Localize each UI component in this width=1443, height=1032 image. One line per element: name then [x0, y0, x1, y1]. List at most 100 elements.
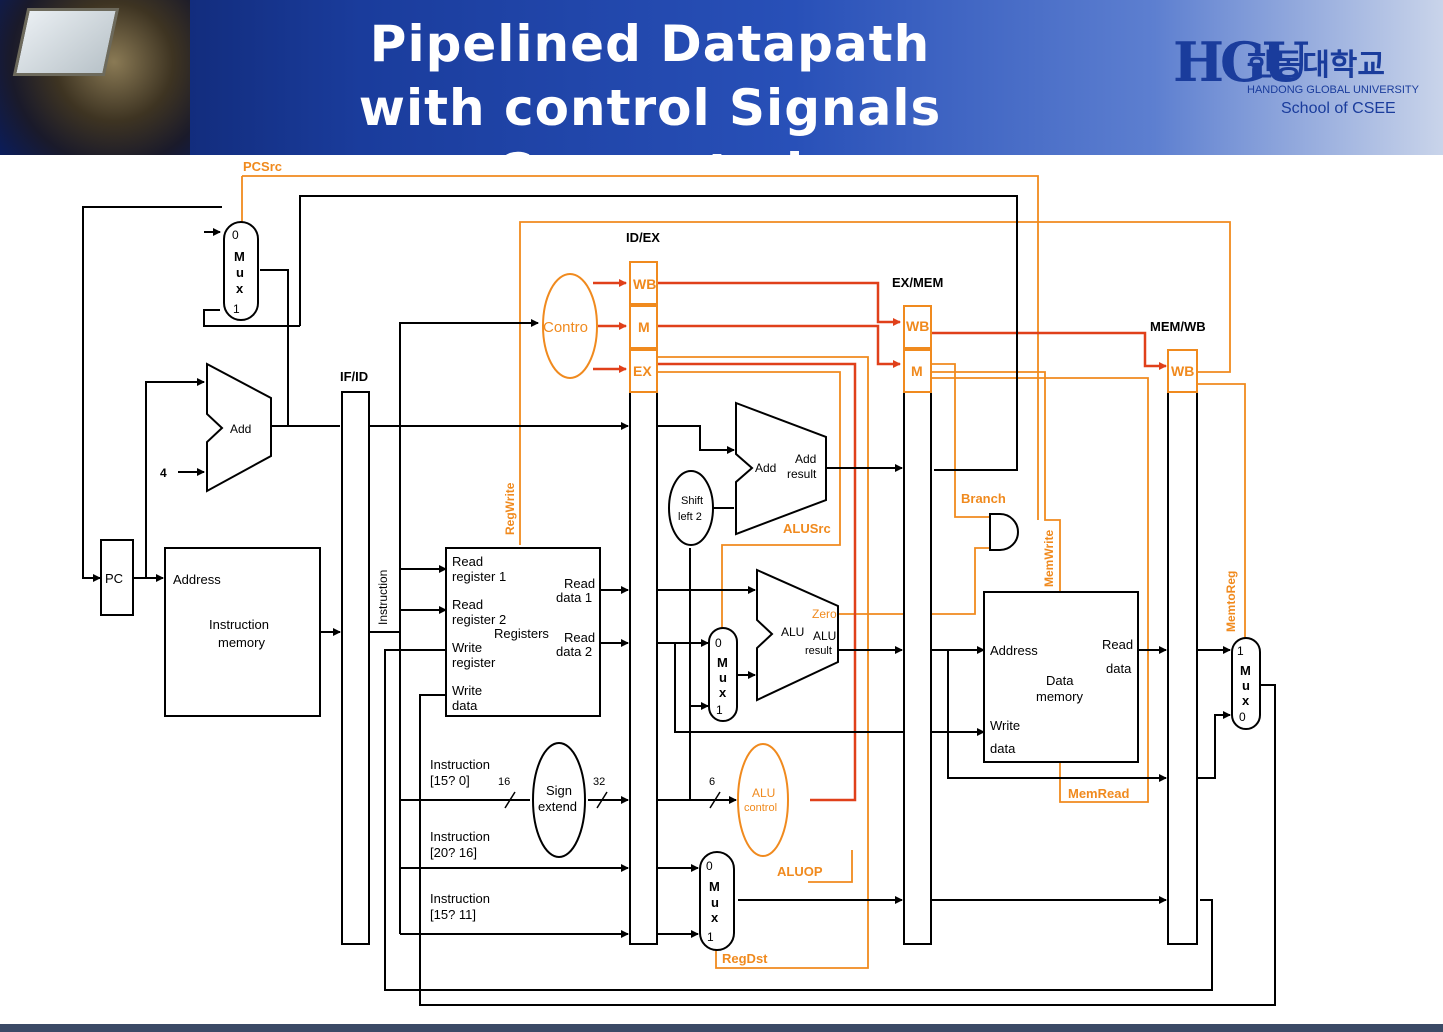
alu-mux-x: x — [719, 685, 727, 700]
regdst-mux — [699, 851, 735, 951]
shift-label-b: left 2 — [678, 511, 702, 523]
ifid-label: IF/ID — [340, 369, 368, 384]
pcsrc-label: PCSrc — [243, 159, 282, 174]
exmem-wb-to-memwb — [932, 331, 1167, 370]
rd2-label-b: data 2 — [556, 644, 592, 659]
idex-m-box — [629, 305, 658, 349]
rr2-label-b: register 2 — [452, 612, 506, 627]
title-line-2: with control Signals Connected — [358, 79, 942, 201]
regdst-mux-m: M — [709, 879, 720, 894]
wr-label-b: register — [452, 655, 496, 670]
branch-wire — [932, 363, 990, 518]
exmem-wb-label: WB — [906, 318, 929, 334]
regwrite-wire — [519, 221, 1231, 545]
exmem-wb-box — [903, 305, 932, 349]
idex-m-label: M — [638, 319, 650, 335]
instr-15-11-a: Instruction — [430, 891, 490, 906]
aluop-out-wire — [808, 850, 853, 883]
instruction-memory — [164, 547, 321, 717]
wd-label-a: Write — [452, 683, 482, 698]
regdst-mux-u: u — [711, 895, 719, 910]
alu-mux-1: 1 — [716, 703, 723, 717]
memwb-wb-label: WB — [1171, 363, 1194, 379]
dm-read-a: Read — [1102, 637, 1133, 652]
alu-control-label-a: ALU — [752, 786, 775, 800]
dm-label-1: Data — [1046, 673, 1074, 688]
add-result-a: Add — [795, 452, 816, 466]
alu-src-mux — [708, 627, 738, 722]
title-line-1: Pipelined Datapath — [369, 15, 931, 73]
cpu-chip-image — [0, 0, 190, 155]
alu-label: ALU — [781, 625, 804, 639]
cpu-chip-core — [12, 8, 120, 76]
idex-ex-label: EX — [633, 363, 652, 379]
instr-15-0-b: [15? 0] — [430, 773, 470, 788]
memwb-wb-box — [1167, 349, 1198, 393]
pc-mux-u: u — [236, 265, 244, 280]
branch-adder-label: Add — [755, 461, 776, 475]
idex-rd2-to-mux — [658, 642, 904, 733]
execute-stage: Add Add result Shift left 2 ALUSrc ALU A… — [668, 401, 839, 966]
adder-to-pcmux — [260, 269, 289, 426]
alu-control-unit — [737, 743, 789, 857]
dm-read-b: data — [1106, 661, 1132, 676]
memread-label: MemRead — [1068, 786, 1129, 801]
pipelined-datapath-diagram: WB M EX WB M WB IF/ID ID/EX EX/MEM MEM/W… — [82, 159, 1276, 1006]
add-result-b: result — [787, 467, 817, 481]
bits32-slash — [596, 791, 608, 809]
fetch-stage: PC Add 4 0 M u x 1 Address Instruction m… — [100, 221, 390, 717]
bits32-label: 32 — [593, 776, 605, 788]
instr-15-11-b: [15? 11] — [430, 907, 476, 922]
alu-mux-u: u — [719, 670, 727, 685]
red-control-wires — [593, 279, 1167, 802]
rr2-label-a: Read — [452, 597, 483, 612]
rd2-label-a: Read — [564, 630, 595, 645]
hgu-logo-mark: HGU — [1173, 30, 1309, 94]
dm-address-label: Address — [990, 643, 1038, 658]
pcmux-to-pc — [82, 206, 222, 582]
memwb-register — [1167, 391, 1198, 945]
bits16-label: 16 — [498, 776, 510, 788]
data-memory — [983, 591, 1139, 763]
pc-register — [100, 539, 134, 616]
rr1-label-b: register 1 — [452, 569, 506, 584]
slide-header: Pipelined Datapath with control Signals … — [0, 0, 1443, 201]
alu-mux-m: M — [717, 655, 728, 670]
wd-label-b: data — [452, 698, 478, 713]
wb-mux-u: u — [1242, 678, 1250, 693]
bits16-slash — [504, 791, 516, 809]
wb-mux-1: 1 — [1237, 644, 1244, 658]
idex-ex-box — [629, 349, 658, 393]
branch-target-wire — [203, 309, 300, 327]
pc-adder-label: Add — [230, 422, 251, 436]
instr-15-0-a: Instruction — [430, 757, 490, 772]
branch-target-loop — [299, 195, 1018, 471]
shift-label-a: Shift — [681, 495, 703, 507]
write-data-return — [419, 684, 1276, 1006]
wb-mux-m: M — [1240, 663, 1251, 678]
addr-bypass-to-memwb — [947, 650, 1167, 782]
alusrc-label: ALUSrc — [783, 521, 831, 536]
university-logo: HGU 한동대학교 HANDONG GLOBAL UNIVERSITY Scho… — [1165, 22, 1435, 132]
rr1-label-a: Read — [452, 554, 483, 569]
memwb-alu-to-mux — [1198, 711, 1231, 779]
pc-label: PC — [105, 571, 123, 586]
pipeline-registers: WB M EX WB M WB IF/ID ID/EX EX/MEM MEM/W… — [340, 230, 1206, 945]
control-wires — [241, 175, 1246, 969]
ifid-register — [341, 391, 370, 945]
wb-mux-0: 0 — [1239, 710, 1246, 724]
alu-unit — [756, 568, 839, 702]
wb-mux-x: x — [1242, 693, 1250, 708]
control-unit — [542, 273, 598, 379]
memwb-label: MEM/WB — [1150, 319, 1206, 334]
sign-extend-unit — [532, 742, 586, 858]
decode-stage: Contro Read register 1 Read register 2 W… — [430, 273, 608, 922]
regdst-label: RegDst — [722, 951, 768, 966]
idex-wb-label: WB — [633, 276, 656, 292]
logo-school-name: School of CSEE — [1281, 100, 1396, 117]
dm-write-a: Write — [990, 718, 1020, 733]
writeback-mux — [1231, 637, 1261, 730]
exmem-m-box — [903, 349, 932, 393]
wr-label-a: Write — [452, 640, 482, 655]
shift-left-2-unit — [668, 470, 714, 546]
